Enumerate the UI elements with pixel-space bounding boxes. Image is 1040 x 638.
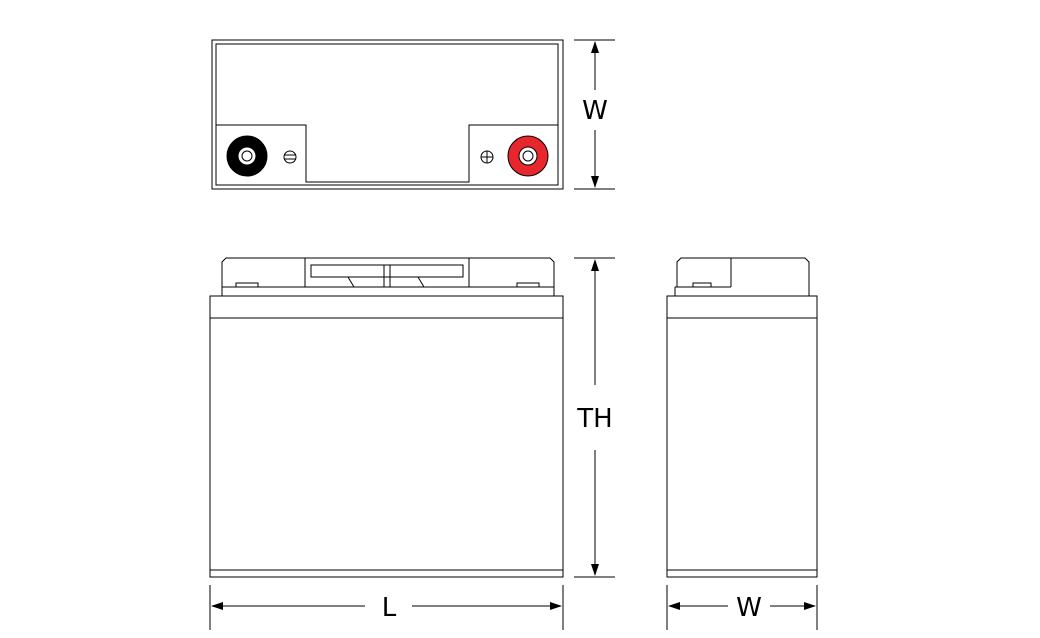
side-width-dimension: W: [666, 585, 818, 630]
front-view: TH L: [209, 257, 615, 630]
side-view: W: [666, 257, 818, 630]
front-height-dimension: TH: [574, 257, 615, 578]
negative-terminal: [226, 135, 268, 177]
plus-icon: [480, 150, 494, 164]
front-length-label: L: [382, 593, 397, 623]
front-height-label: TH: [576, 404, 612, 434]
side-width-label: W: [736, 593, 762, 623]
top-width-label: W: [582, 96, 608, 126]
minus-icon: [283, 150, 297, 164]
top-view: W: [211, 39, 615, 190]
top-width-dimension: W: [574, 39, 615, 190]
positive-terminal: [507, 135, 549, 177]
front-length-dimension: L: [209, 585, 564, 630]
